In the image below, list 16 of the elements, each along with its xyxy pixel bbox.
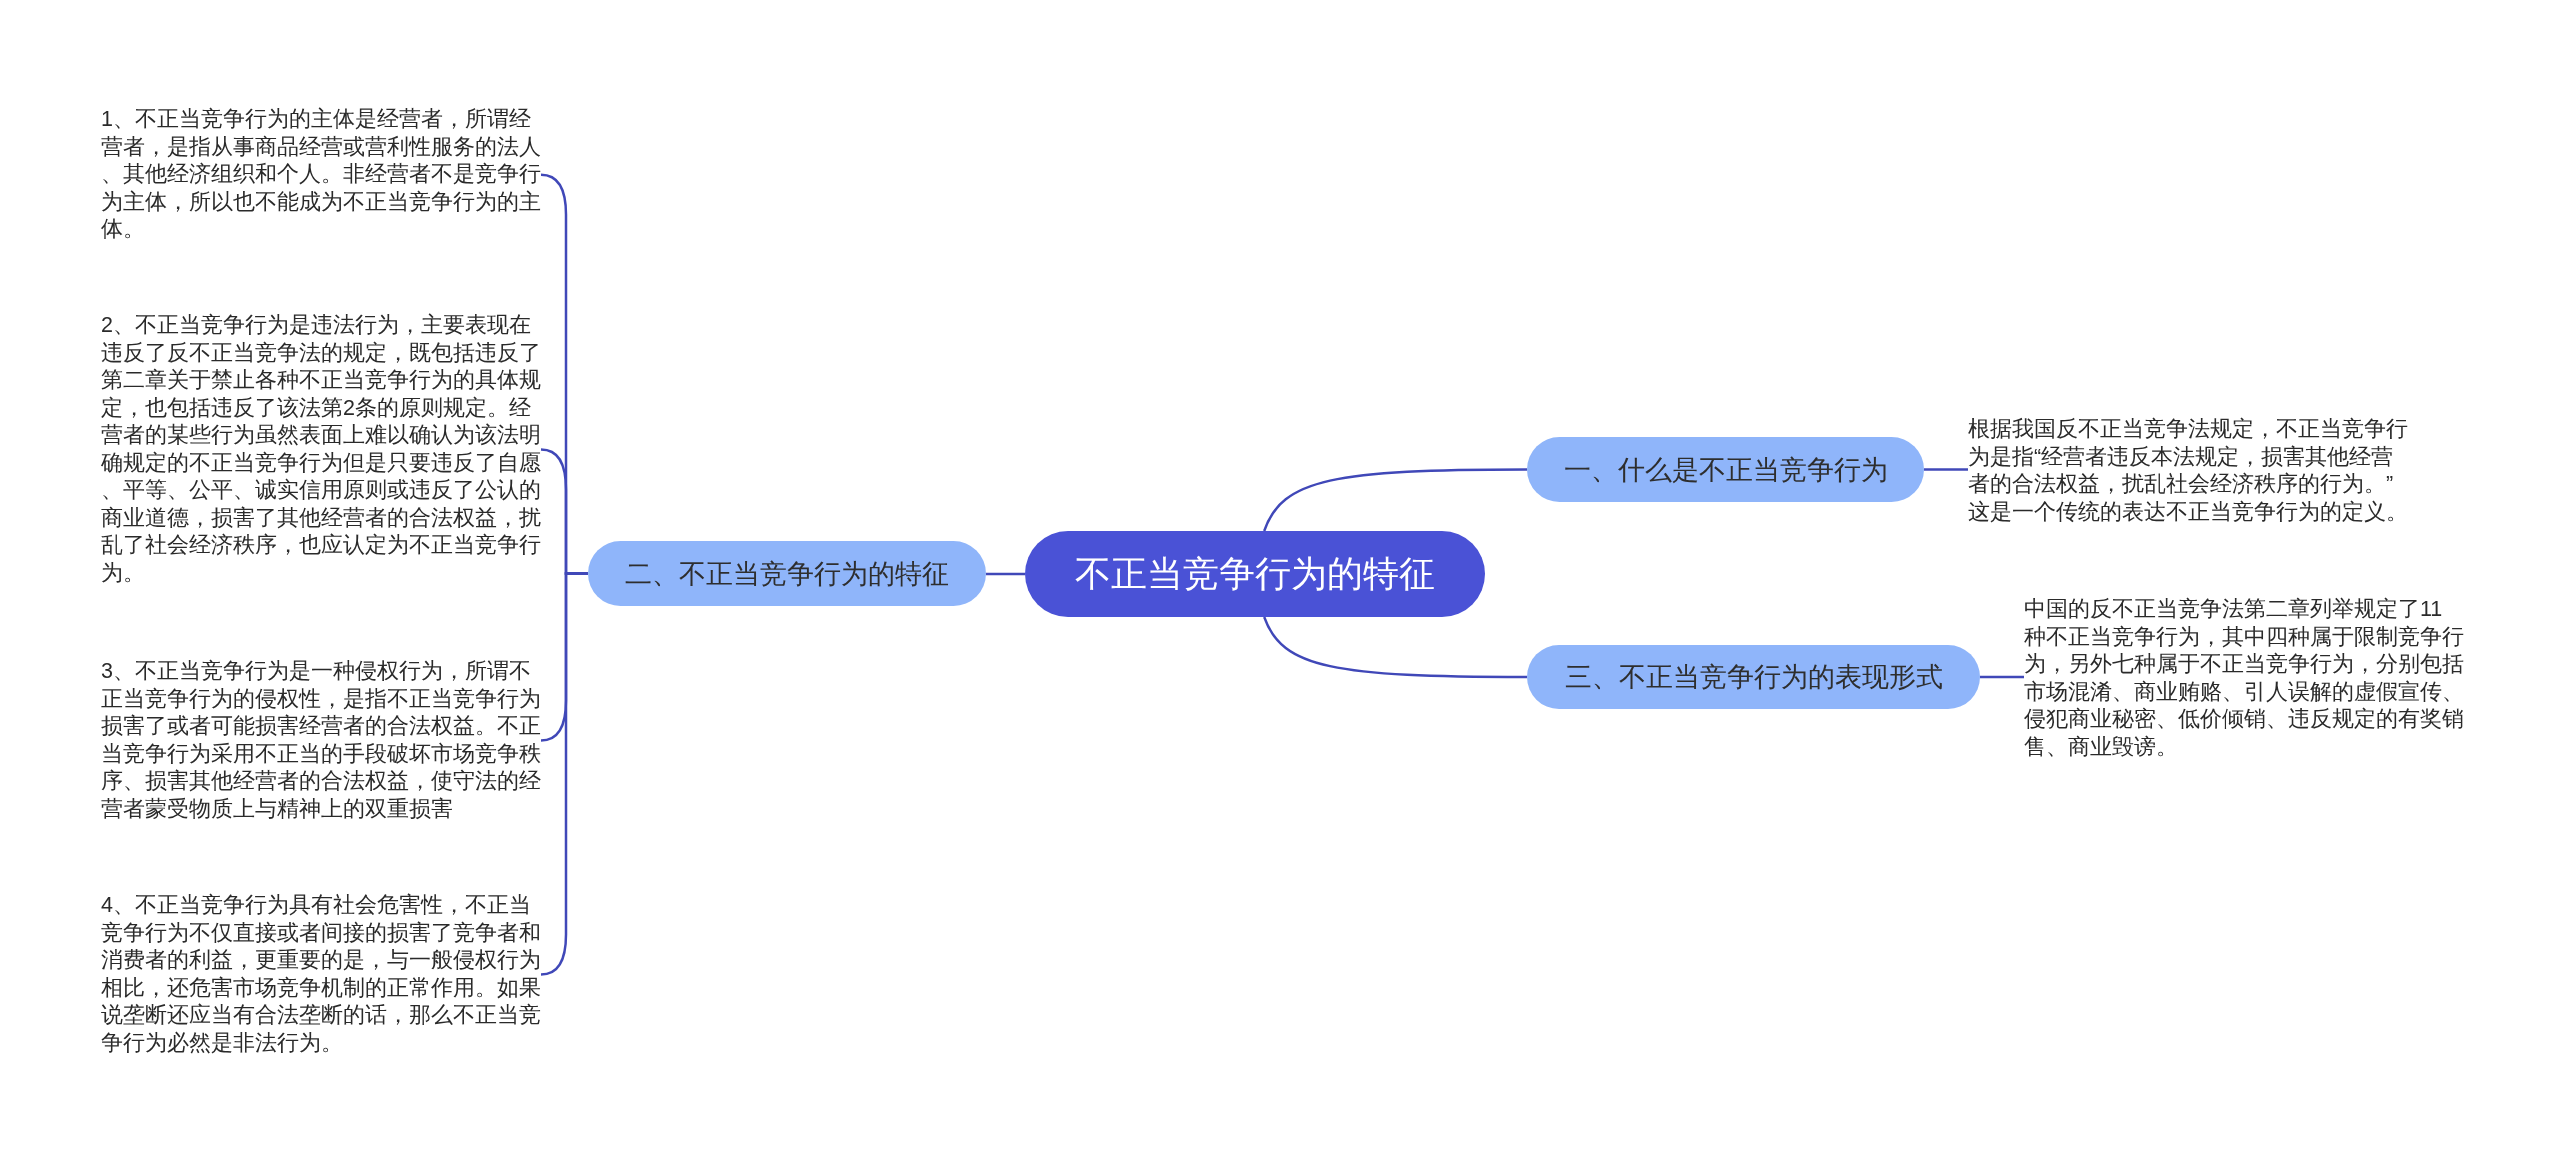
branch-topic-pill: 一、什么是不正当竞争行为 [1527,437,1924,502]
central-topic-pill: 不正当竞争行为的特征 [1025,531,1485,617]
connector-line [986,572,1025,576]
connector-line [1980,675,2024,679]
note-text: 3、不正当竞争行为是一种侵权行为，所谓不正当竞争行为的侵权性，是指不正当竞争行为损害了或者可能损害经营者的合法权益。不正当竞争行为采用不正当的手段破坏市场竞争秩序、损害其他经营者的合法权益，使守法的经营者蒙受物质上与精神上的双重损害 [101,658,541,823]
connector-line [540,572,588,976]
note-text: 中国的反不正当竞争法第二章列举规定了11种不正当竞争行为，其中四种属于限制竞争行为，另外七种属于不正当竞争行为，分别包括市场混淆、商业贿赂、引人误解的虚假宣传、侵犯商业秘密、低价倾销、违反规定的有奖销售、商业毁谤。 [2024,596,2464,761]
note-text: 2、不正当竞争行为是违法行为，主要表现在违反了反不正当竞争法的规定，既包括违反了第二章关于禁止各种不正当竞争行为的具体规定，也包括违反了该法第2条的原则规定。经营者的某些行为虽然表面上难以确认为该法明确规定的不正当竞争行为但是只要违反了自愿、平等、公平、诚实信用原则或违反了公认的商业道德，损害了其他经营者的合法权益，扰乱了社会经济秩序，也应认定为不正当竞争行为。 [101,312,541,587]
note-text: 根据我国反不正当竞争法规定，不正当竞争行为是指“经营者违反本法规定，损害其他经营者的合法权益，扰乱社会经济秩序的行为。”这是一个传统的表达不正当竞争行为的定义。 [1968,416,2408,526]
connector-line [1263,468,1527,532]
connector-line [1924,468,1968,471]
connector-line [1263,616,1527,679]
note-text: 1、不正当竞争行为的主体是经营者，所谓经营者，是指从事商品经营或营利性服务的法人、其他经济组织和个人。非经营者不是竞争行为主体，所以也不能成为不正当竞争行为的主体。 [101,106,541,244]
note-text: 4、不正当竞争行为具有社会危害性，不正当竞争行为不仅直接或者间接的损害了竞争者和消费者的利益，更重要的是，与一般侵权行为相比，还危害市场竞争机制的正常作用。如果说垄断还应当有合法垄断的话，那么不正当竞争行为必然是非法行为。 [101,892,541,1057]
branch-topic-pill: 二、不正当竞争行为的特征 [588,541,986,606]
branch-topic-pill: 三、不正当竞争行为的表现形式 [1527,645,1980,709]
